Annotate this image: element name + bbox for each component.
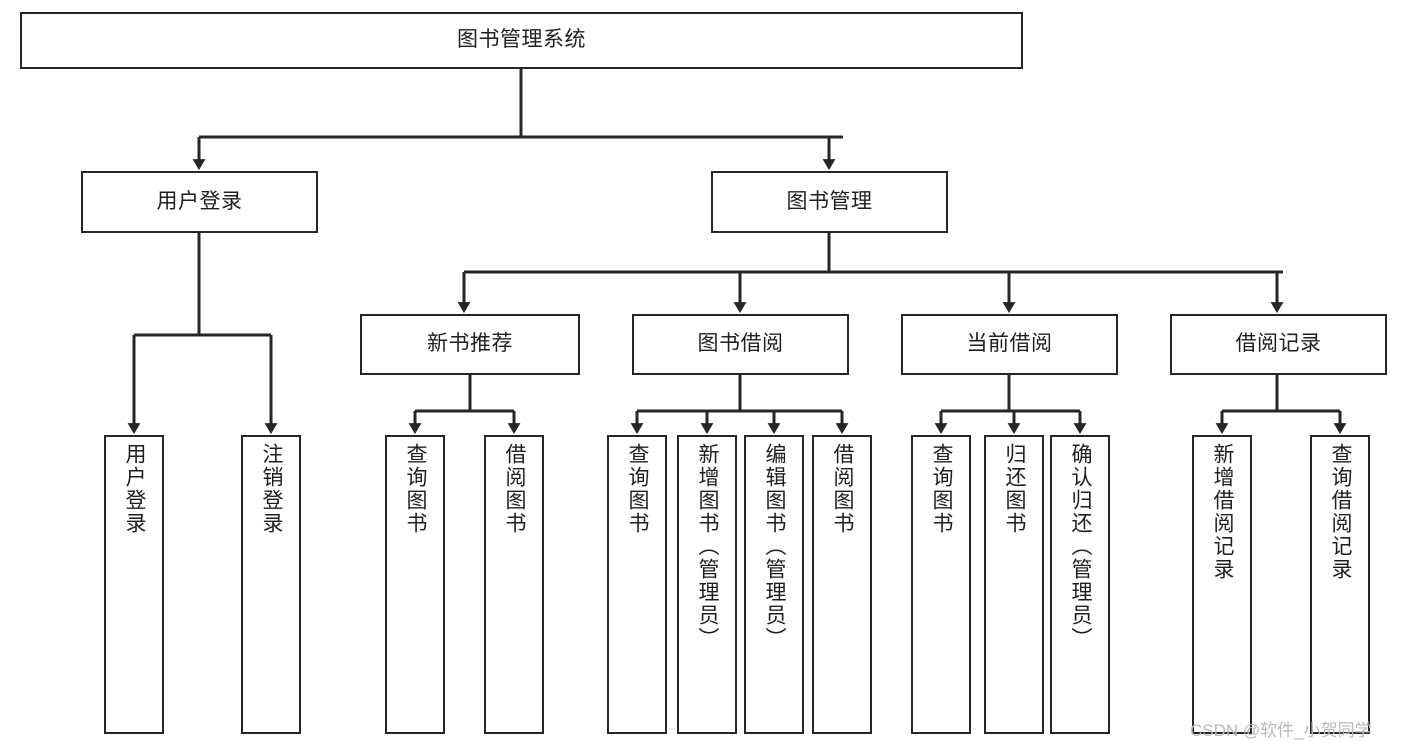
node-leaf-logout-label: 注销登录	[260, 443, 284, 535]
node-book-borrow-label: 图书借阅	[697, 332, 784, 356]
node-leaf-query-book-rec[interactable]: 查询图书	[385, 435, 445, 734]
node-leaf-edit-book-admin[interactable]: 编辑图书（管理员）	[744, 435, 804, 734]
node-leaf-query-borrow-record[interactable]: 查询借阅记录	[1310, 435, 1370, 734]
node-leaf-add-book-admin[interactable]: 新增图书（管理员）	[677, 435, 737, 734]
node-new-book-rec-label: 新书推荐	[427, 332, 513, 356]
node-book-borrow[interactable]: 图书借阅	[632, 314, 849, 375]
node-current-borrow[interactable]: 当前借阅	[901, 314, 1118, 375]
node-leaf-add-borrow-record-label: 新增借阅记录	[1211, 443, 1235, 581]
csdn-watermark: CSDN @软件_小贺同学	[1190, 721, 1372, 740]
node-leaf-query-book-current[interactable]: 查询图书	[911, 435, 971, 734]
node-root-label: 图书管理系统	[457, 28, 586, 52]
node-leaf-borrow-book-rec[interactable]: 借阅图书	[484, 435, 544, 734]
node-leaf-add-book-admin-label: 新增图书（管理员）	[696, 443, 720, 650]
node-leaf-logout[interactable]: 注销登录	[241, 435, 301, 734]
node-borrow-record-label: 借阅记录	[1235, 332, 1322, 356]
node-leaf-query-book-rec-label: 查询图书	[404, 443, 428, 535]
node-leaf-user-login[interactable]: 用户登录	[104, 435, 164, 734]
node-new-book-rec[interactable]: 新书推荐	[360, 314, 580, 375]
node-leaf-add-borrow-record[interactable]: 新增借阅记录	[1192, 435, 1252, 734]
node-leaf-borrow-book-label: 借阅图书	[831, 443, 855, 535]
node-current-borrow-label: 当前借阅	[966, 332, 1053, 356]
node-leaf-borrow-book-rec-label: 借阅图书	[503, 443, 527, 535]
node-leaf-confirm-return-admin-label: 确认归还（管理员）	[1069, 443, 1093, 650]
node-leaf-query-book-borrow[interactable]: 查询图书	[607, 435, 667, 734]
node-borrow-record[interactable]: 借阅记录	[1170, 314, 1387, 375]
node-leaf-query-book-current-label: 查询图书	[930, 443, 954, 535]
node-book-manage[interactable]: 图书管理	[711, 171, 948, 233]
node-user-login[interactable]: 用户登录	[81, 171, 318, 233]
node-leaf-query-borrow-record-label: 查询借阅记录	[1329, 443, 1353, 581]
node-root[interactable]: 图书管理系统	[20, 12, 1023, 69]
node-leaf-query-book-borrow-label: 查询图书	[626, 443, 650, 535]
node-leaf-return-book-label: 归还图书	[1003, 443, 1027, 535]
node-leaf-borrow-book[interactable]: 借阅图书	[812, 435, 872, 734]
node-leaf-edit-book-admin-label: 编辑图书（管理员）	[763, 443, 787, 650]
node-leaf-confirm-return-admin[interactable]: 确认归还（管理员）	[1050, 435, 1110, 734]
node-book-manage-label: 图书管理	[786, 189, 873, 213]
node-user-login-label: 用户登录	[156, 189, 243, 213]
node-leaf-user-login-label: 用户登录	[123, 443, 147, 535]
node-leaf-return-book[interactable]: 归还图书	[984, 435, 1044, 734]
